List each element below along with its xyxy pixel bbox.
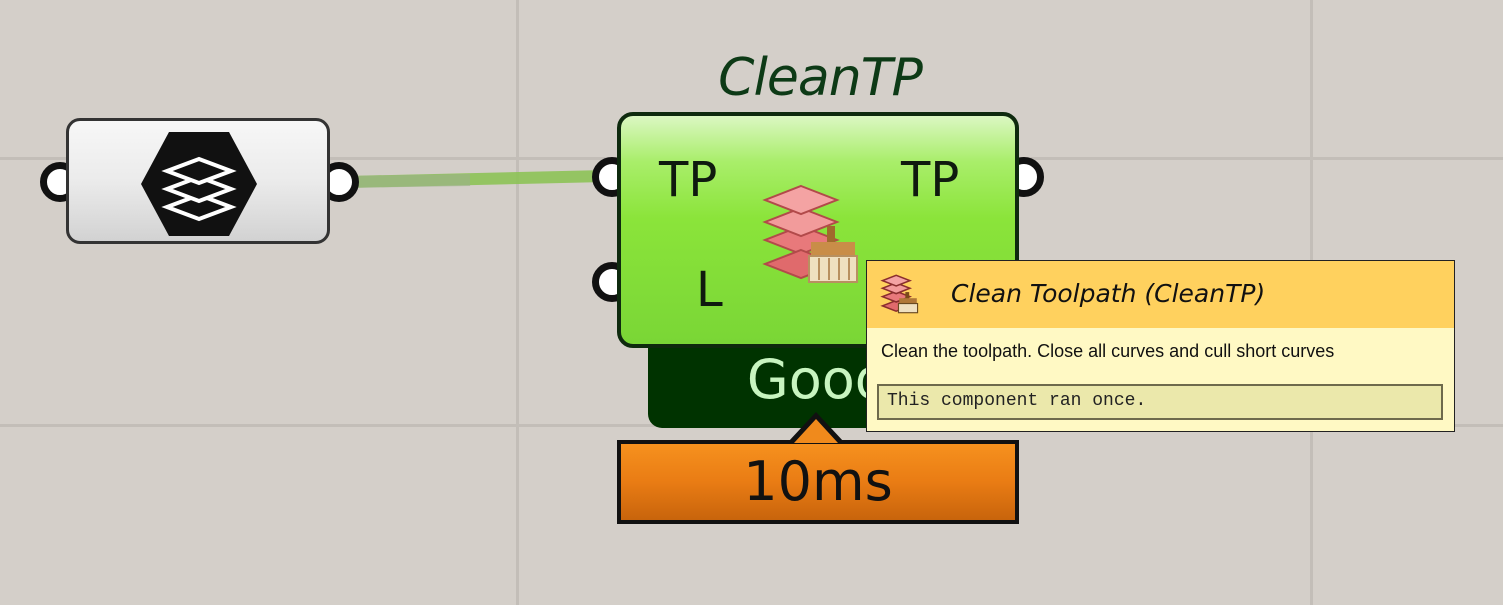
tooltip-description: Clean the toolpath. Close all curves and… xyxy=(881,341,1335,361)
param-node[interactable] xyxy=(66,118,330,244)
component-nickname: CleanTP xyxy=(718,48,923,108)
stacked-layers-hexagon-icon xyxy=(141,132,257,236)
component-tooltip: Clean Toolpath (CleanTP) Clean the toolp… xyxy=(866,260,1455,432)
tooltip-title: Clean Toolpath (CleanTP) xyxy=(951,279,1266,308)
timer-label: 10ms xyxy=(743,450,893,513)
tooltip-message-box: This component ran once. xyxy=(877,384,1443,420)
tooltip-message: This component ran once. xyxy=(887,391,1147,411)
timer-pointer-fill xyxy=(794,419,838,443)
profiler-timer: 10ms xyxy=(617,440,1019,524)
layers-broom-icon xyxy=(762,184,858,283)
grid-line-vertical xyxy=(516,0,519,605)
output-param-tp[interactable]: TP xyxy=(901,152,960,208)
component-status-text: Good xyxy=(746,348,890,411)
tooltip-header: Clean Toolpath (CleanTP) xyxy=(867,261,1454,328)
input-param-tp[interactable]: TP xyxy=(659,152,718,208)
input-param-l[interactable]: L xyxy=(696,262,723,318)
layers-broom-icon xyxy=(880,274,919,314)
